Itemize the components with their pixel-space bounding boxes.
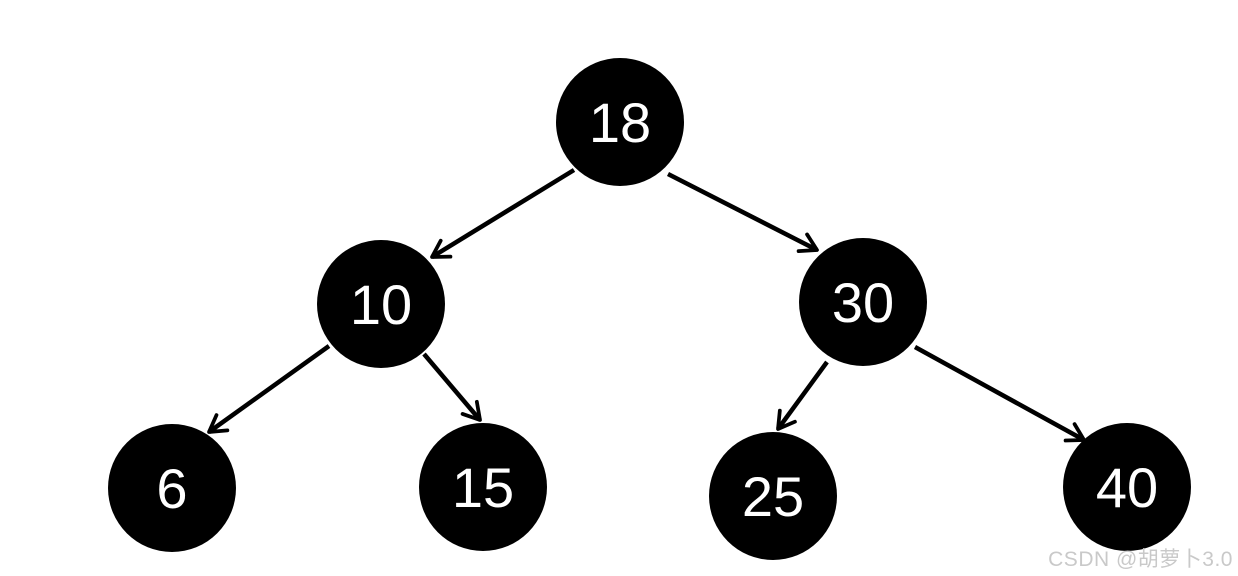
tree-node-left-left: 6 [108,424,236,552]
node-value: 40 [1095,456,1159,519]
arrow-30-to-25 [776,360,829,431]
node-value: 18 [588,91,652,154]
tree-node-root: 18 [556,58,684,186]
tree-node-right-right: 40 [1063,423,1191,551]
node-value: 25 [741,465,805,528]
tree-node-right: 30 [799,238,927,366]
csdn-watermark: CSDN @胡萝卜3.0 [1048,548,1233,571]
arrow-18-to-10 [430,168,576,259]
arrow-18-to-30 [666,171,819,253]
arrow-10-to-15 [422,352,482,422]
node-value: 10 [349,273,413,336]
tree-node-right-left: 25 [709,432,837,560]
tree-node-left-right: 15 [419,423,547,551]
arrow-30-to-40 [913,345,1086,443]
node-value: 30 [831,271,895,334]
tree-node-left: 10 [317,240,445,368]
node-value: 15 [451,456,515,519]
node-value: 6 [156,457,188,520]
arrow-10-to-6 [207,344,331,434]
